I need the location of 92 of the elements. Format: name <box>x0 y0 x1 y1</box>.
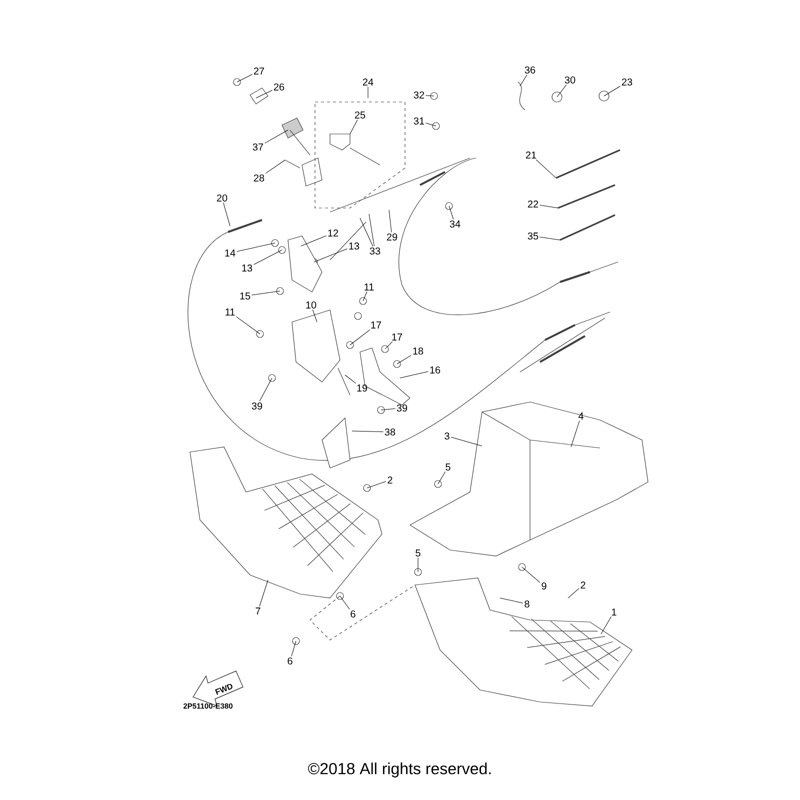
callout-number: 37 <box>252 143 264 151</box>
callout-number: 11 <box>364 284 374 290</box>
callout-number: 17 <box>371 322 382 328</box>
callout-number: 4 <box>578 412 584 420</box>
leader-line <box>252 290 280 296</box>
leader-line <box>536 159 556 178</box>
leader-line <box>259 378 272 402</box>
leader-line <box>352 430 384 432</box>
callout-number: 2 <box>580 582 586 588</box>
leader-line <box>291 640 296 657</box>
leader-line <box>314 248 348 262</box>
callout-number: 36 <box>524 66 536 74</box>
leader-line <box>522 566 540 583</box>
leader-line <box>540 204 558 208</box>
callout-number: 25 <box>354 111 366 119</box>
callout-number: 34 <box>450 220 460 228</box>
callout-number: 11 <box>226 308 235 316</box>
leader-line <box>264 130 288 144</box>
callout-number: 17 <box>392 334 402 340</box>
callout-number: 39 <box>252 402 262 410</box>
leader-line <box>380 408 396 410</box>
leader-line <box>604 86 620 96</box>
callout-number: 21 <box>526 152 536 158</box>
leader-line <box>570 420 580 448</box>
leader-line <box>426 122 436 126</box>
callout-number: 6 <box>350 610 356 618</box>
callout-number: 33 <box>370 247 380 255</box>
callout-number: 31 <box>414 117 424 125</box>
leader-line <box>450 436 482 446</box>
leader-line <box>259 580 268 607</box>
callout-number: 32 <box>414 91 424 99</box>
leader-line <box>448 206 454 220</box>
callout-number: 14 <box>225 250 236 256</box>
leader-line <box>236 74 252 82</box>
leader-line <box>366 481 386 488</box>
callout-number: 35 <box>528 232 538 240</box>
callout-number: 19 <box>357 384 368 392</box>
leader-line <box>500 598 524 604</box>
leader-line <box>340 596 350 610</box>
callout-number: 15 <box>240 292 250 300</box>
leader-line <box>520 74 528 86</box>
callout-number: 22 <box>528 200 538 208</box>
leader-line <box>266 160 286 174</box>
leader-line <box>426 95 434 96</box>
leader-line <box>236 316 260 334</box>
leader-line <box>388 210 392 233</box>
leader-line <box>312 310 318 322</box>
callout-number: 38 <box>384 428 396 436</box>
callout-number: 29 <box>386 233 398 241</box>
callout-number: 20 <box>216 194 228 202</box>
leader-line <box>256 90 272 98</box>
callout-number: 13 <box>242 264 252 272</box>
copyright-notice: ©2018 All rights reserved. <box>308 762 491 778</box>
callout-number: 18 <box>413 347 424 355</box>
leader-line <box>300 236 326 246</box>
leader-line <box>362 291 368 302</box>
callout-number: 7 <box>256 608 260 614</box>
callout-number: 10 <box>306 301 316 309</box>
leader-line <box>400 371 428 378</box>
leader-line <box>568 588 580 598</box>
callout-number: 16 <box>430 366 440 374</box>
leader-line <box>223 202 230 226</box>
leader-line <box>540 236 560 240</box>
callout-number: 26 <box>274 83 284 91</box>
leader-line <box>254 250 282 265</box>
callout-number: 5 <box>446 464 450 470</box>
leader-line <box>368 214 374 247</box>
callout-number: 8 <box>524 600 530 608</box>
leader-line <box>396 354 412 364</box>
callout-number: 23 <box>622 78 632 86</box>
callout-number: 6 <box>288 657 292 665</box>
leader-line <box>360 218 374 247</box>
callout-number: 5 <box>416 550 420 556</box>
callout-number: 13 <box>349 242 360 250</box>
callout-number: 1 <box>612 608 616 616</box>
callout-number: 39 <box>396 404 408 412</box>
callout-number: 24 <box>362 78 374 86</box>
leader-line <box>556 84 567 98</box>
leader-line <box>344 374 356 384</box>
leader-line <box>350 120 358 134</box>
callout-number: 30 <box>564 76 576 84</box>
callout-number: 9 <box>542 582 546 590</box>
leader-line <box>384 341 393 350</box>
callout-number: 2 <box>388 476 392 484</box>
callout-number: 3 <box>444 432 450 440</box>
leader-line <box>236 242 276 252</box>
callout-number: 27 <box>254 68 264 74</box>
leader-line <box>600 616 612 634</box>
leader-line <box>350 329 370 346</box>
callout-number: 12 <box>328 230 338 236</box>
callout-number: 28 <box>254 174 264 182</box>
leader-line <box>438 471 446 484</box>
